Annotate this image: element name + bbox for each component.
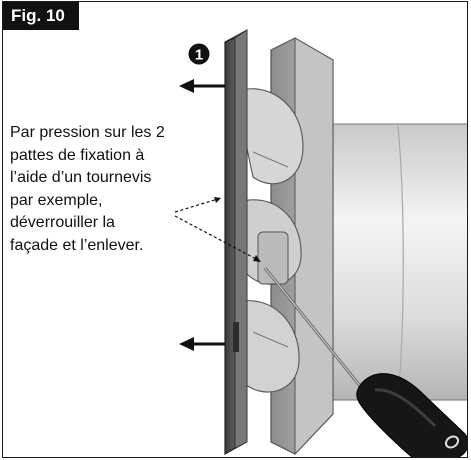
caption-line: par exemple, xyxy=(10,191,103,209)
caption-line: déverrouiller la xyxy=(10,214,115,231)
instruction-caption: Par pression sur les 2 pattes de fixatio… xyxy=(10,122,240,257)
leader-lines xyxy=(174,197,261,262)
caption-line: façade et l’enlever. xyxy=(10,236,144,254)
step-marker: 1 xyxy=(188,43,210,65)
front-facade-panel xyxy=(224,29,248,456)
fan-housing xyxy=(234,88,304,393)
caption-line: pattes de fixation à xyxy=(10,146,145,164)
pull-arrow-bottom xyxy=(179,337,225,351)
caption-line: l’aide d’un tournevis xyxy=(10,169,152,186)
step-marker-number: 1 xyxy=(195,47,203,64)
fan-assembly-illustration: 1 xyxy=(174,29,467,457)
figure-label: Fig. 10 xyxy=(3,2,79,30)
screwdriver xyxy=(263,267,467,457)
pull-arrow-top xyxy=(179,79,225,93)
caption-line: Par pression sur les 2 xyxy=(10,124,165,141)
